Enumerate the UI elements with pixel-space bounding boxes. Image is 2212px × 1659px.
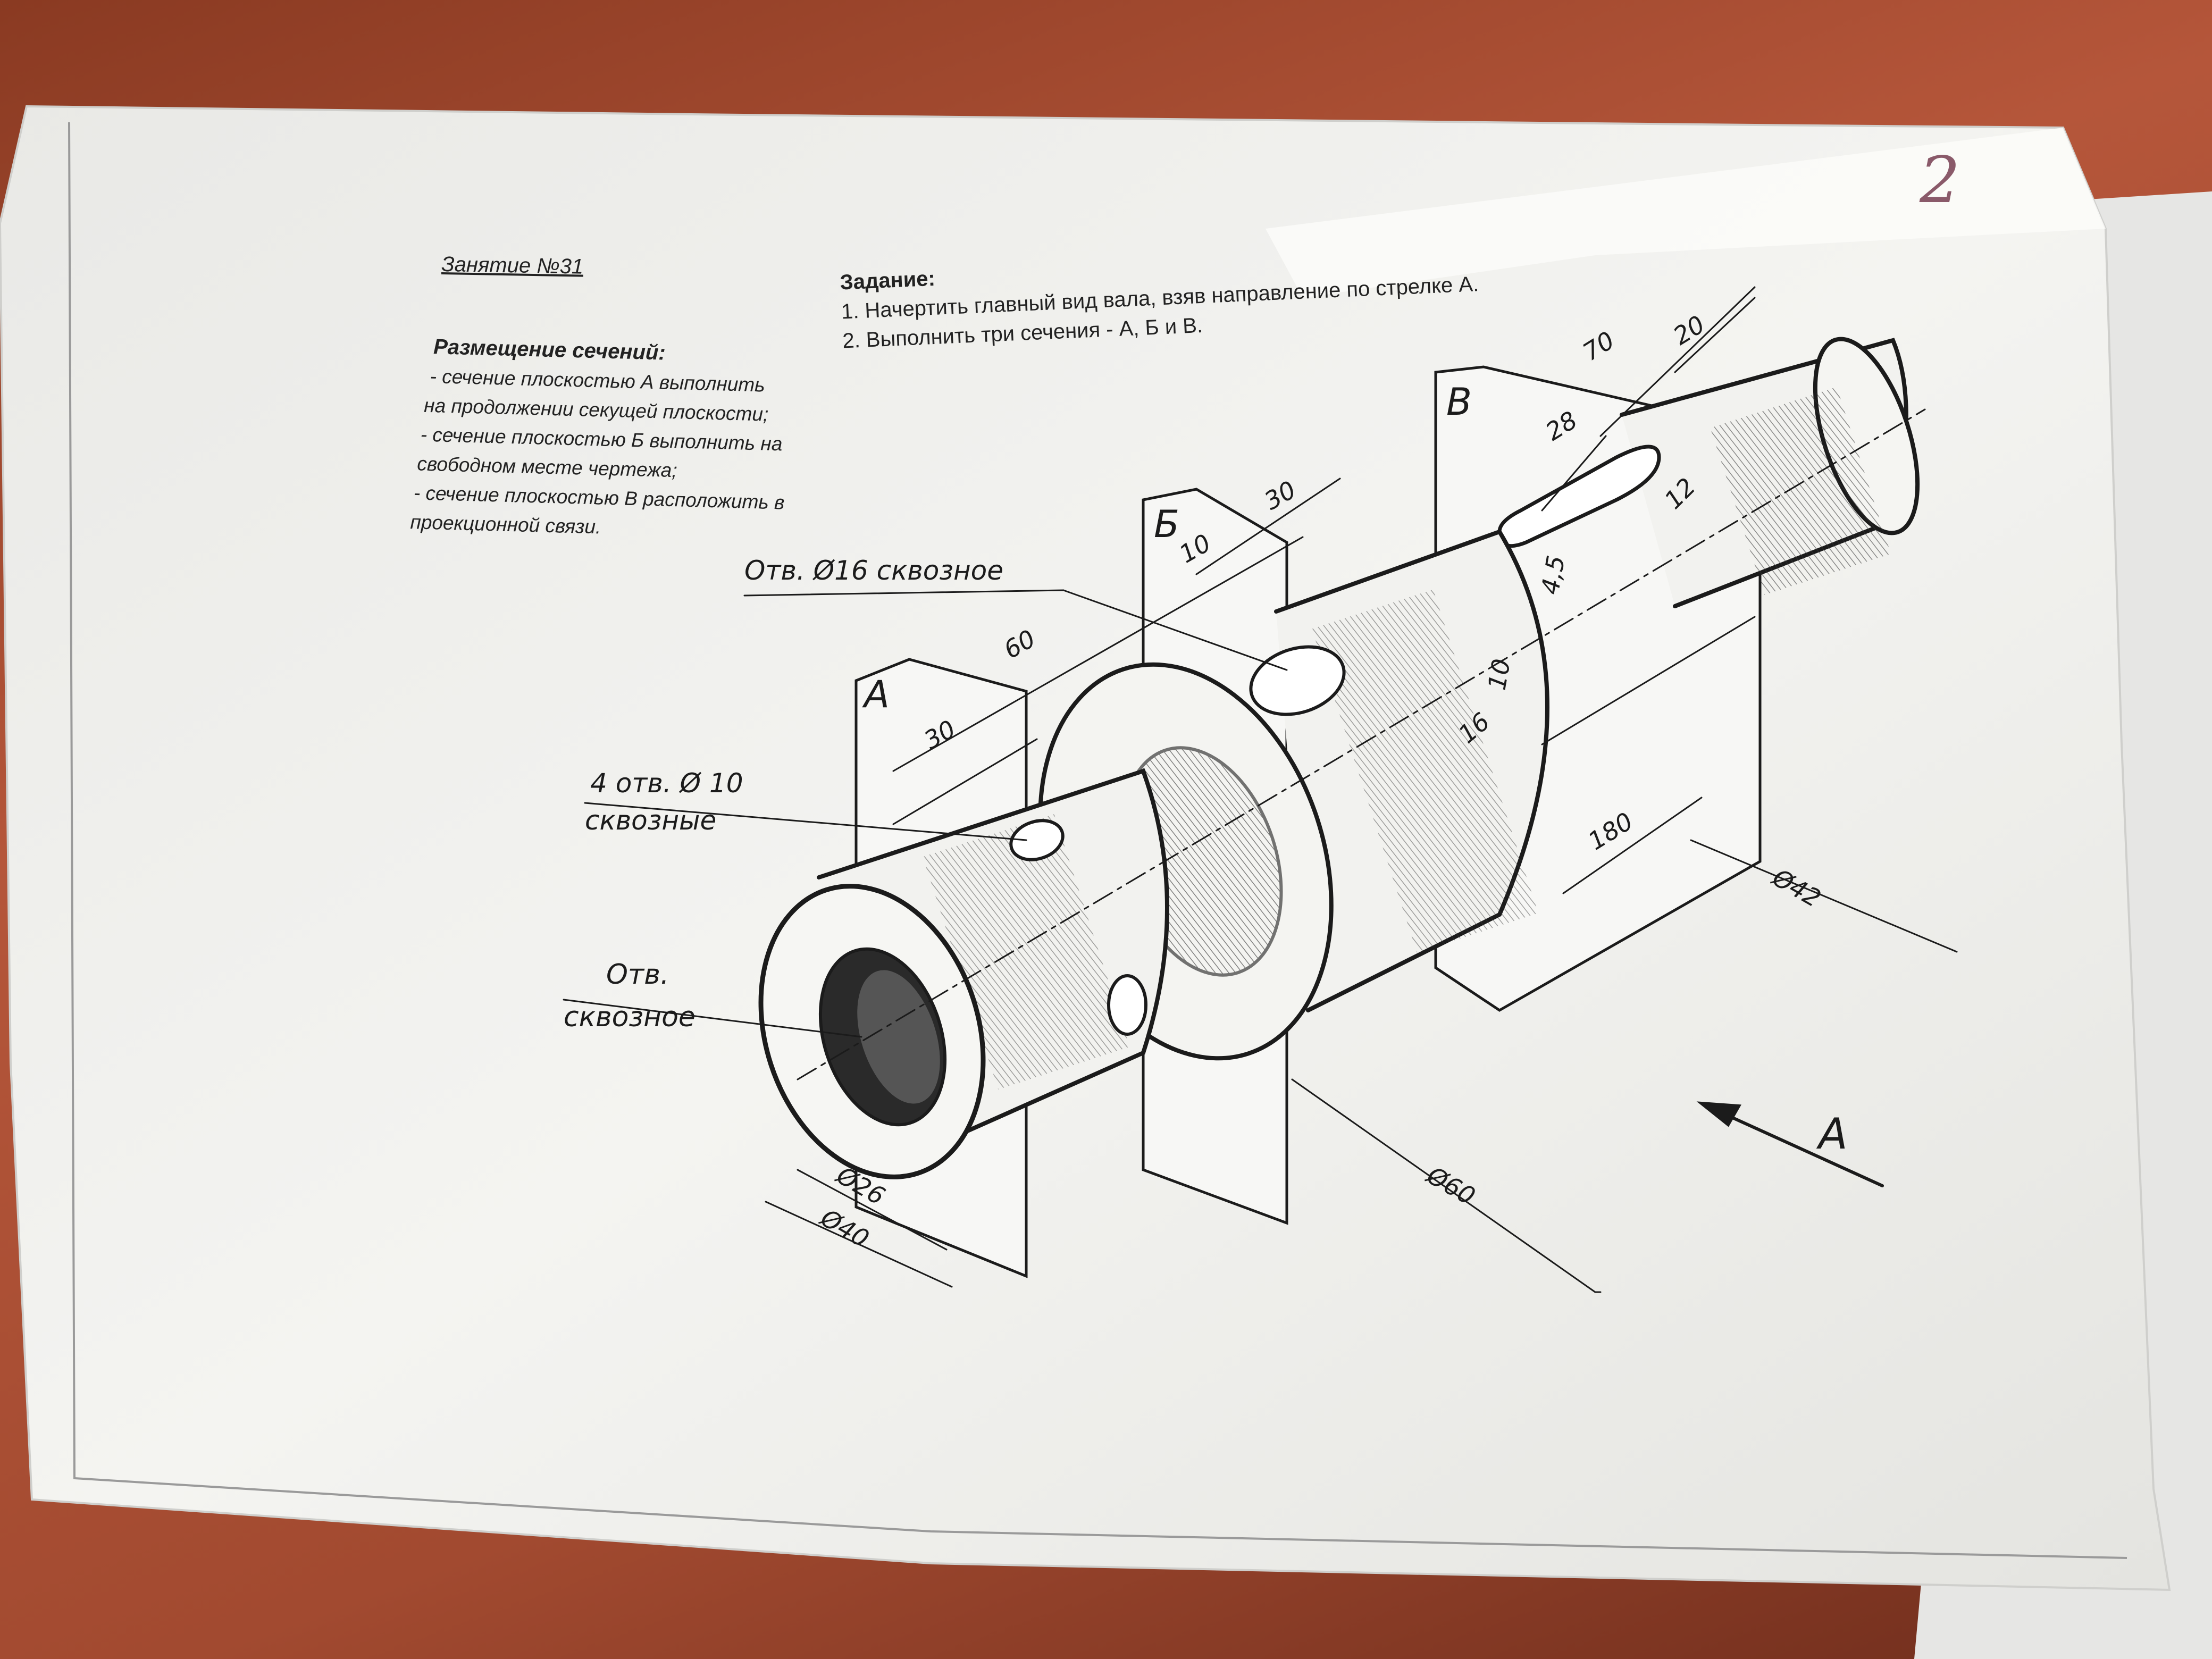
leader-lines — [563, 589, 1288, 1038]
axis-line — [797, 408, 1926, 1080]
callout-bore-line2: сквозное — [564, 1001, 696, 1033]
placement-line-6: проекционной связи. — [410, 511, 601, 538]
shaft-left-hatch — [923, 814, 1130, 1090]
callout-holes10-line1: 4 отв. Ø 10 — [590, 768, 743, 799]
left-face-bore-hl — [857, 970, 940, 1104]
shaft-drawing — [563, 286, 1958, 1293]
hole10-top — [1009, 819, 1065, 861]
view-arrow-label: А — [1816, 1109, 1848, 1159]
page-frame — [68, 122, 2127, 1559]
dimension-lines — [765, 286, 1958, 1293]
callout-hole16: Отв. Ø16 сквозное — [744, 555, 1003, 586]
plane-label-a: А — [862, 673, 890, 716]
task-heading: Задание: — [840, 267, 936, 295]
callout-bore-line1: Отв. — [606, 959, 669, 991]
callout-holes10-line2: сквозные — [585, 805, 716, 836]
dim-10: 10 — [1482, 657, 1516, 692]
plane-label-v: В — [1446, 380, 1472, 424]
page-number: 2 — [1919, 144, 1960, 217]
plane-label-b: Б — [1154, 502, 1179, 546]
hole10-side — [1107, 974, 1147, 1036]
folded-flap — [1266, 128, 2106, 298]
dim-45: 4,5 — [1536, 553, 1571, 596]
shaft-middle-hatch — [1311, 589, 1539, 953]
hole16-mark — [1249, 645, 1346, 716]
view-arrow-a — [1696, 1101, 1884, 1187]
shaft-right-hatch — [1710, 387, 1891, 595]
lesson-title: Занятие №31 — [441, 253, 584, 279]
